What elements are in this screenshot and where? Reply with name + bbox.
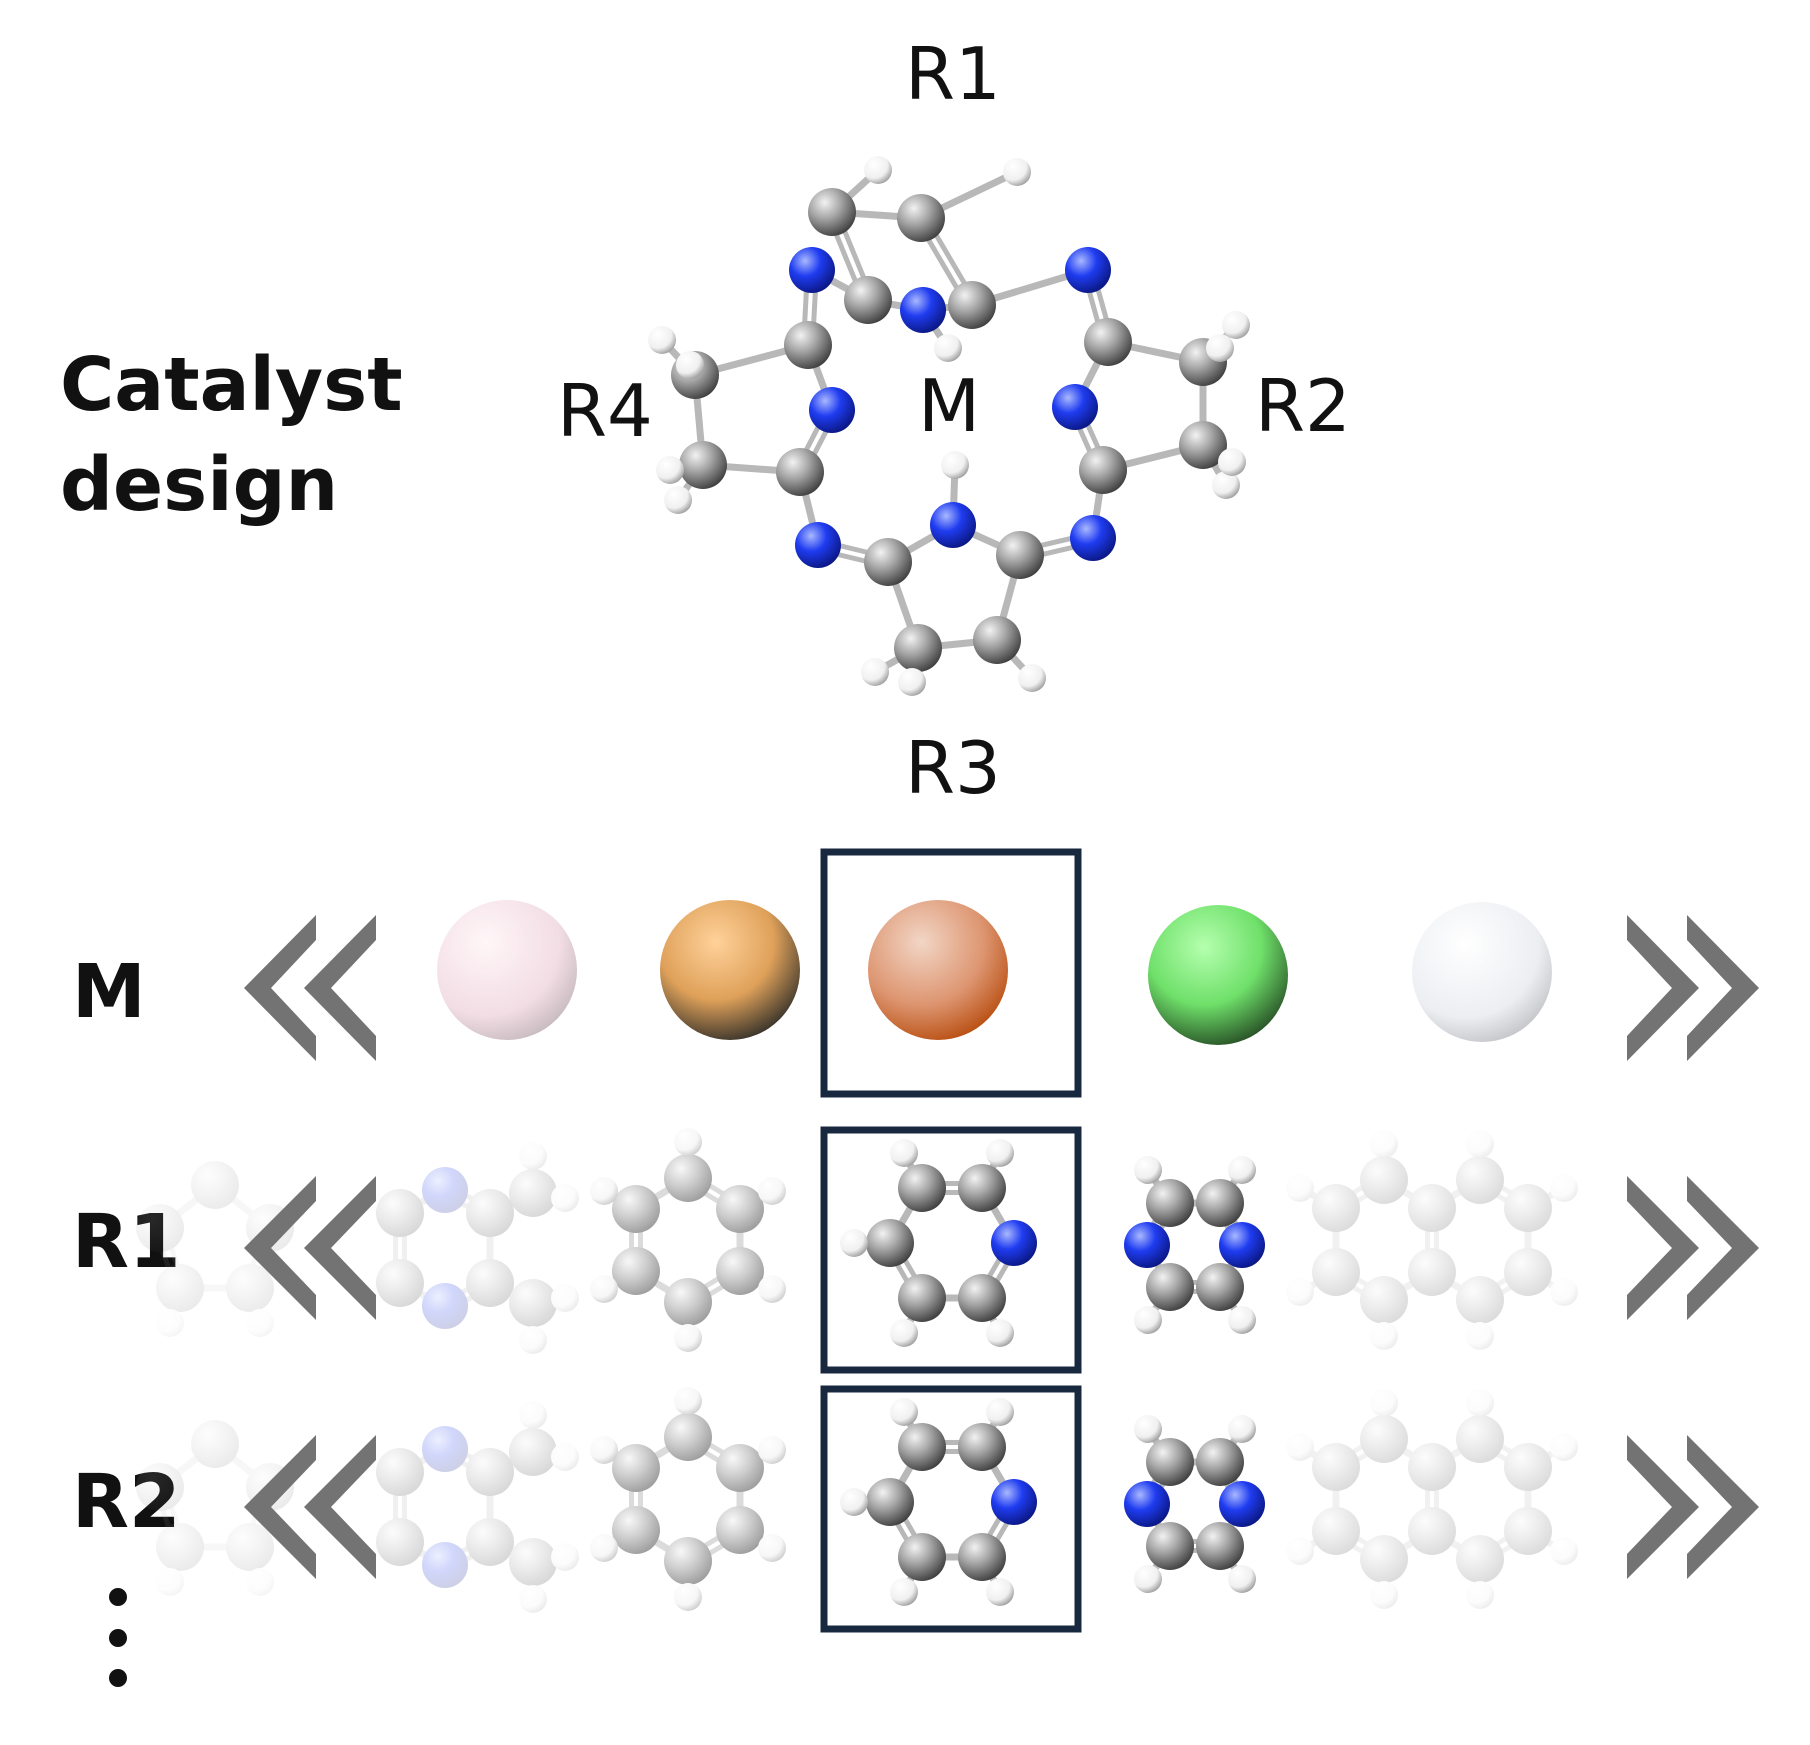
substituent-row-r1 — [136, 1126, 1759, 1374]
site-label-r3: R3 — [905, 726, 1001, 810]
ellipsis-vertical-icon — [109, 1588, 127, 1687]
selection-box-r2 — [820, 1385, 1082, 1633]
row-label-m: M — [72, 949, 146, 1035]
r2-option-pyrimidine[interactable] — [1124, 1415, 1265, 1593]
chevron-right-double-icon[interactable] — [1627, 1176, 1759, 1320]
r2-option-naphthalene[interactable] — [1286, 1389, 1578, 1609]
title-line-2: design — [60, 442, 339, 528]
selection-box-metal — [820, 848, 1082, 1098]
chevron-left-double-icon[interactable] — [244, 1435, 376, 1579]
r2-option-dimethylpyrazine[interactable] — [376, 1401, 579, 1613]
title-line-1: Catalyst — [60, 342, 403, 428]
chevron-left-double-icon[interactable] — [244, 915, 376, 1061]
r1-option-dimethylpyrazine[interactable] — [376, 1142, 579, 1354]
metal-option-2[interactable] — [660, 900, 800, 1040]
metal-row — [244, 848, 1759, 1098]
site-label-r2: R2 — [1255, 364, 1351, 448]
metal-option-4[interactable] — [1148, 905, 1288, 1045]
metal-option-selected[interactable] — [868, 900, 1008, 1040]
substituent-row-r2 — [136, 1385, 1759, 1633]
porphyrazine-molecule — [648, 156, 1250, 696]
section-title: Catalyst design — [60, 335, 403, 535]
r2-option-pyridine-selected[interactable] — [840, 1398, 1037, 1606]
site-label-m: M — [918, 364, 981, 448]
r1-option-pyridine-selected[interactable] — [840, 1139, 1037, 1347]
chevron-right-double-icon[interactable] — [1627, 1435, 1759, 1579]
site-label-r1: R1 — [905, 32, 1001, 116]
site-label-r4: R4 — [557, 369, 653, 453]
r2-option-benzene[interactable] — [590, 1387, 786, 1611]
metal-option-1[interactable] — [437, 900, 577, 1040]
metal-option-5[interactable] — [1412, 902, 1552, 1042]
selection-box-r1 — [820, 1126, 1082, 1374]
r1-option-naphthalene[interactable] — [1286, 1130, 1578, 1350]
r1-option-benzene[interactable] — [590, 1128, 786, 1352]
chevron-right-double-icon[interactable] — [1627, 915, 1759, 1061]
r1-option-pyrimidine[interactable] — [1124, 1156, 1265, 1334]
chevron-left-double-icon[interactable] — [244, 1176, 376, 1320]
